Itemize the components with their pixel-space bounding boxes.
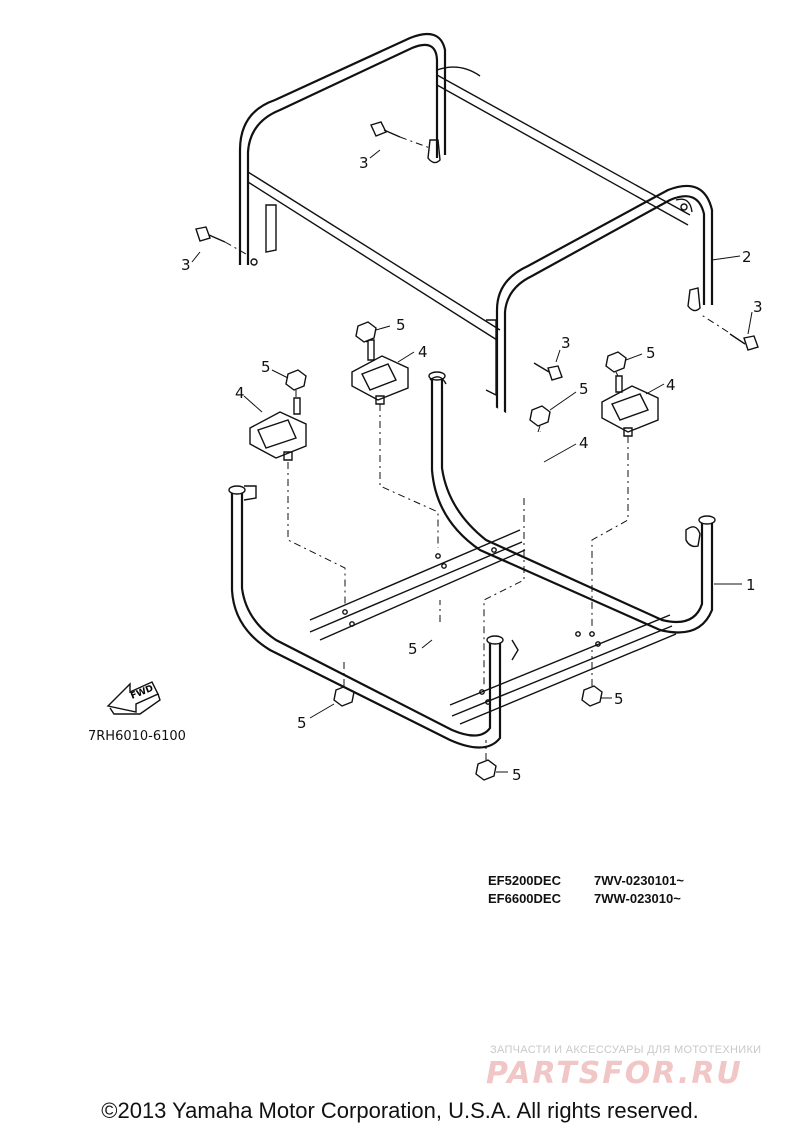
model-serial: 7WV-0230101~ [594,873,684,888]
callout-3: 3 [561,334,571,352]
callout-numbers: 3 3 2 3 3 5 4 5 4 5 4 5 4 1 5 5 5 5 [181,154,763,784]
model-serial: 7WW-023010~ [594,891,681,906]
callout-leaders [191,149,753,773]
watermark-tagline: ЗАПЧАСТИ И АКСЕССУАРЫ ДЛЯ МОТОТЕХНИКИ [490,1044,762,1056]
callout-5: 5 [579,380,589,398]
watermark-brand: PARTSFOR.RU [486,1056,743,1091]
bolt-part-3-c[interactable] [699,313,759,351]
callout-5: 5 [297,714,307,732]
bolt-part-3-b[interactable] [195,226,247,255]
callout-4: 4 [418,343,428,361]
callout-1: 1 [746,576,756,594]
callout-3: 3 [359,154,369,172]
alignment-lines [287,339,629,760]
bolt-part-3-a[interactable] [370,121,431,149]
copyright-notice: ©2013 Yamaha Motor Corporation, U.S.A. A… [101,1098,699,1123]
callout-3: 3 [181,256,191,274]
callout-4: 4 [235,384,245,402]
callout-5: 5 [614,690,624,708]
model-name: EF5200DEC [488,873,562,888]
callout-5: 5 [408,640,418,658]
model-serial-list: EF5200DEC 7WV-0230101~ EF6600DEC 7WW-023… [488,873,684,906]
drawing-code: 7RH6010-6100 [88,729,186,744]
lower-frame-part-1[interactable] [228,371,716,749]
bolt-part-3-d[interactable] [533,362,563,381]
callout-5: 5 [646,344,656,362]
damper-mount-part-4-a[interactable] [249,397,307,461]
callout-4: 4 [579,434,589,452]
callout-4: 4 [666,376,676,394]
damper-mount-part-4-b[interactable] [351,339,409,405]
damper-mount-part-4-d[interactable] [601,375,659,437]
model-name: EF6600DEC [488,891,562,906]
upper-frame-part-2[interactable] [238,32,714,420]
callout-5: 5 [512,766,522,784]
callout-2: 2 [742,248,752,266]
callout-5: 5 [396,316,406,334]
callout-3: 3 [753,298,763,316]
callout-5: 5 [261,358,271,376]
fwd-arrow: FWD [106,681,161,715]
